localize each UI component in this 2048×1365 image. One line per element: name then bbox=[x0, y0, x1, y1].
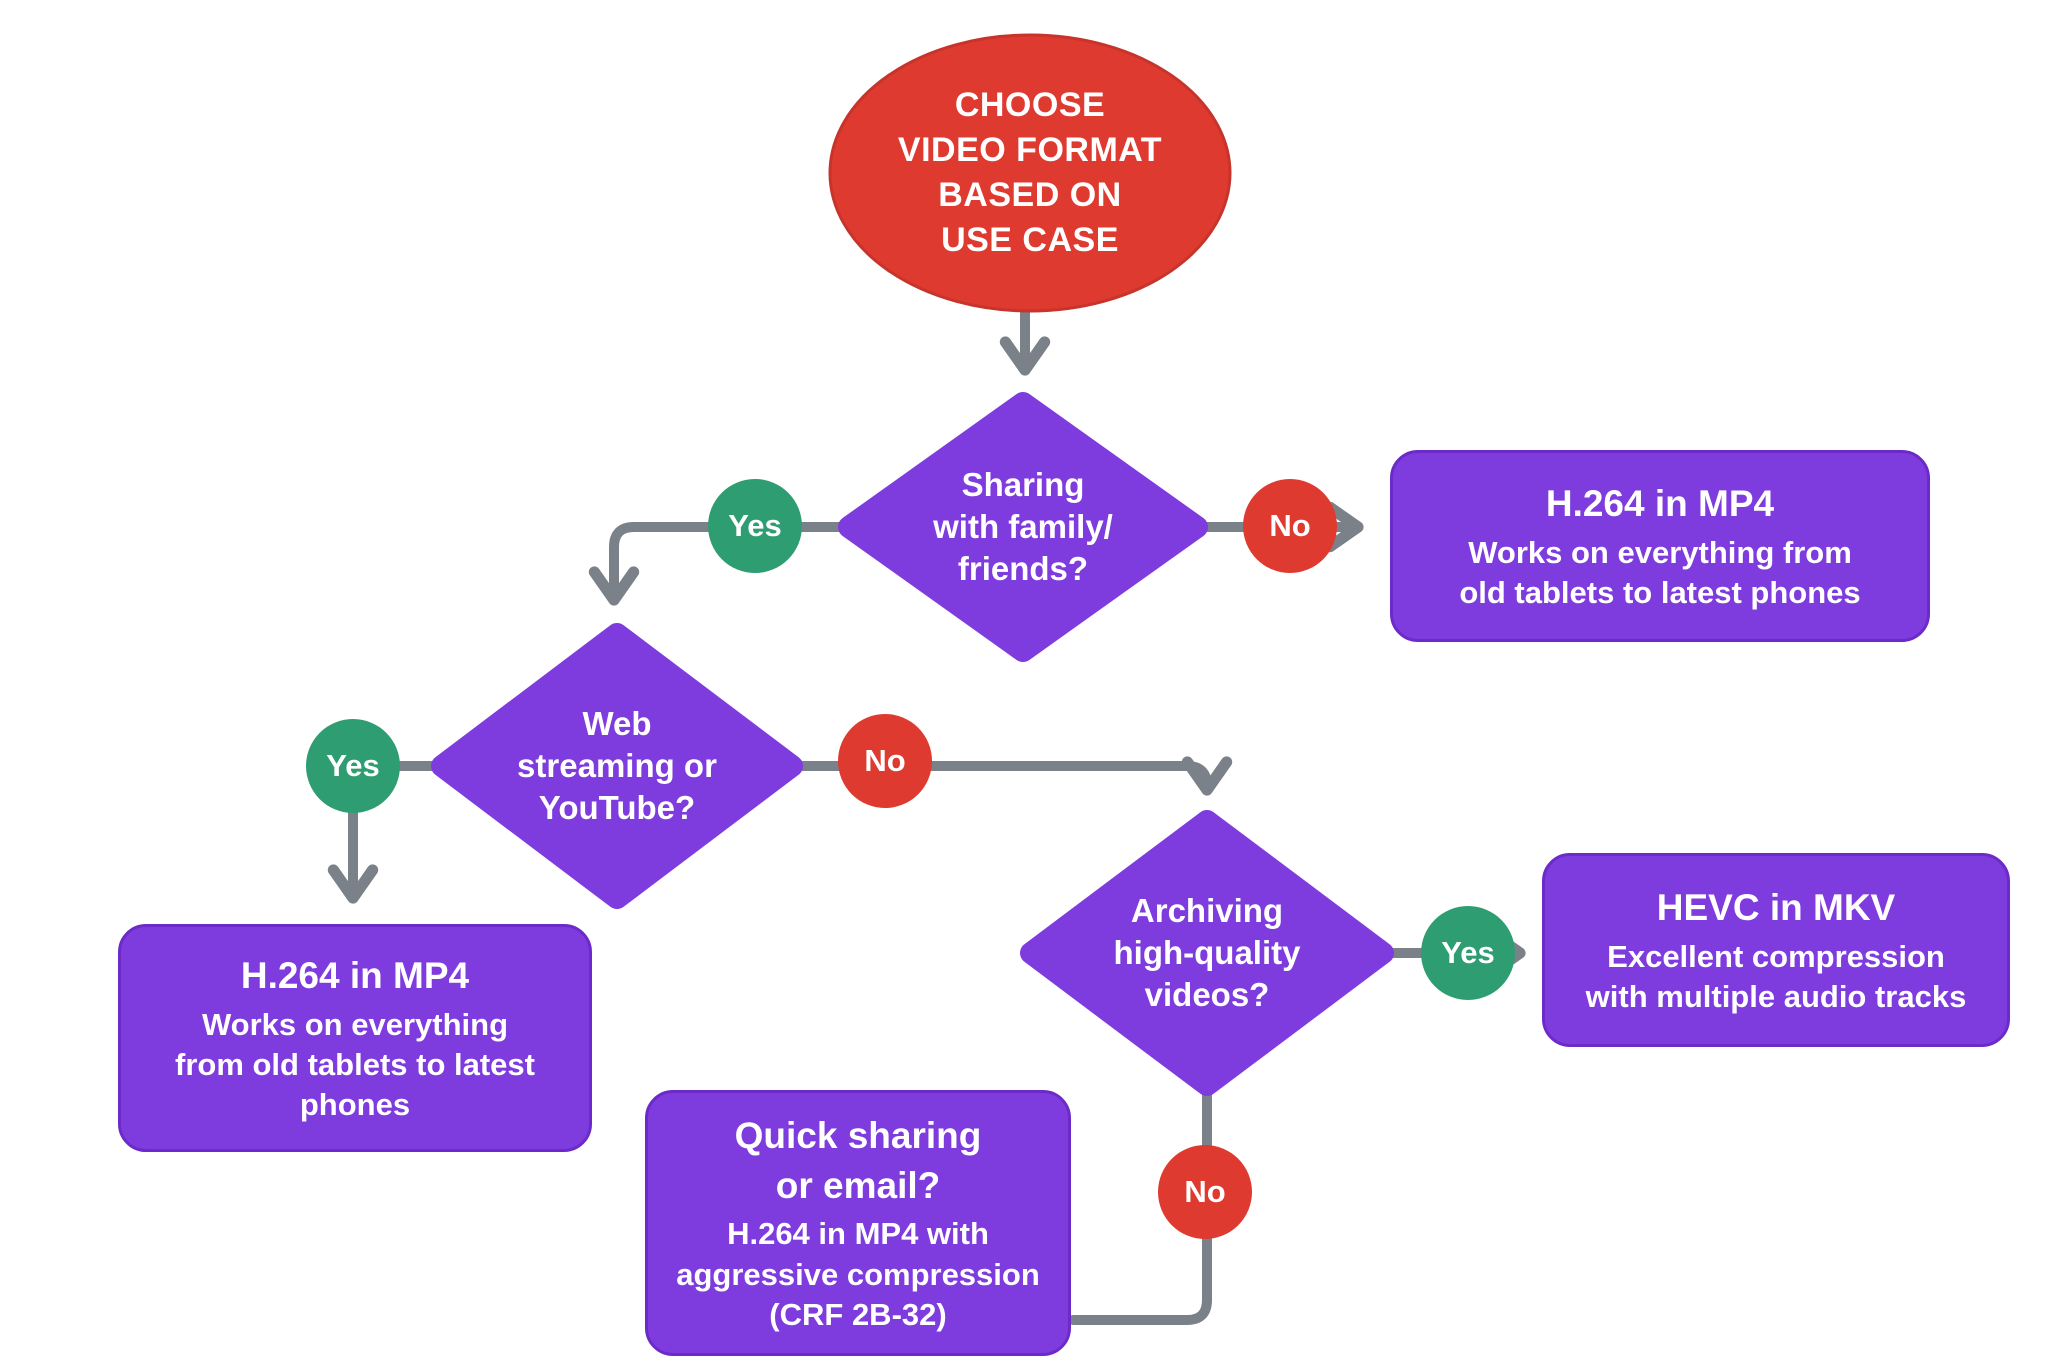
result-title: Quick sharing or email? bbox=[734, 1114, 982, 1206]
result-title: H.264 in MP4 bbox=[240, 954, 470, 996]
result-title: H.264 in MP4 bbox=[1545, 482, 1775, 524]
badge-yes-d3: Yes bbox=[1421, 906, 1515, 1000]
result-h264-mp4-left: H.264 in MP4 Works on everything from ol… bbox=[118, 924, 592, 1152]
result-h264-mp4-right: H.264 in MP4 Works on everything from ol… bbox=[1390, 450, 1930, 642]
result-description: H.264 in MP4 with aggressive compression… bbox=[676, 1216, 1040, 1333]
result-description: Works on everything from old tablets to … bbox=[1459, 534, 1861, 610]
badge-yes-d1: Yes bbox=[708, 479, 802, 573]
badge-no-d2: No bbox=[838, 714, 932, 808]
badge-no-d3: No bbox=[1158, 1145, 1252, 1239]
connector-d1-yes-to-d2 bbox=[588, 522, 847, 606]
decision-diamond-shape-2 bbox=[431, 623, 803, 909]
result-hevc-mkv: HEVC in MKV Excellent compression with m… bbox=[1542, 853, 2010, 1047]
result-description: Works on everything from old tablets to … bbox=[175, 1006, 535, 1123]
result-title: HEVC in MKV bbox=[1656, 886, 1896, 928]
result-quick-sharing: Quick sharing or email? H.264 in MP4 wit… bbox=[645, 1090, 1071, 1356]
connector-d2-no-to-d3 bbox=[794, 756, 1233, 796]
start-ellipse-shape bbox=[828, 33, 1232, 313]
connector-d3-no-to-r4 bbox=[1068, 1087, 1212, 1325]
badge-no-d1: No bbox=[1243, 479, 1337, 573]
decision-diamond-shape-3 bbox=[1020, 810, 1394, 1096]
badge-yes-d2: Yes bbox=[306, 719, 400, 813]
decision-diamond-shape-1 bbox=[838, 392, 1208, 662]
result-description: Excellent compression with multiple audi… bbox=[1585, 938, 1967, 1014]
